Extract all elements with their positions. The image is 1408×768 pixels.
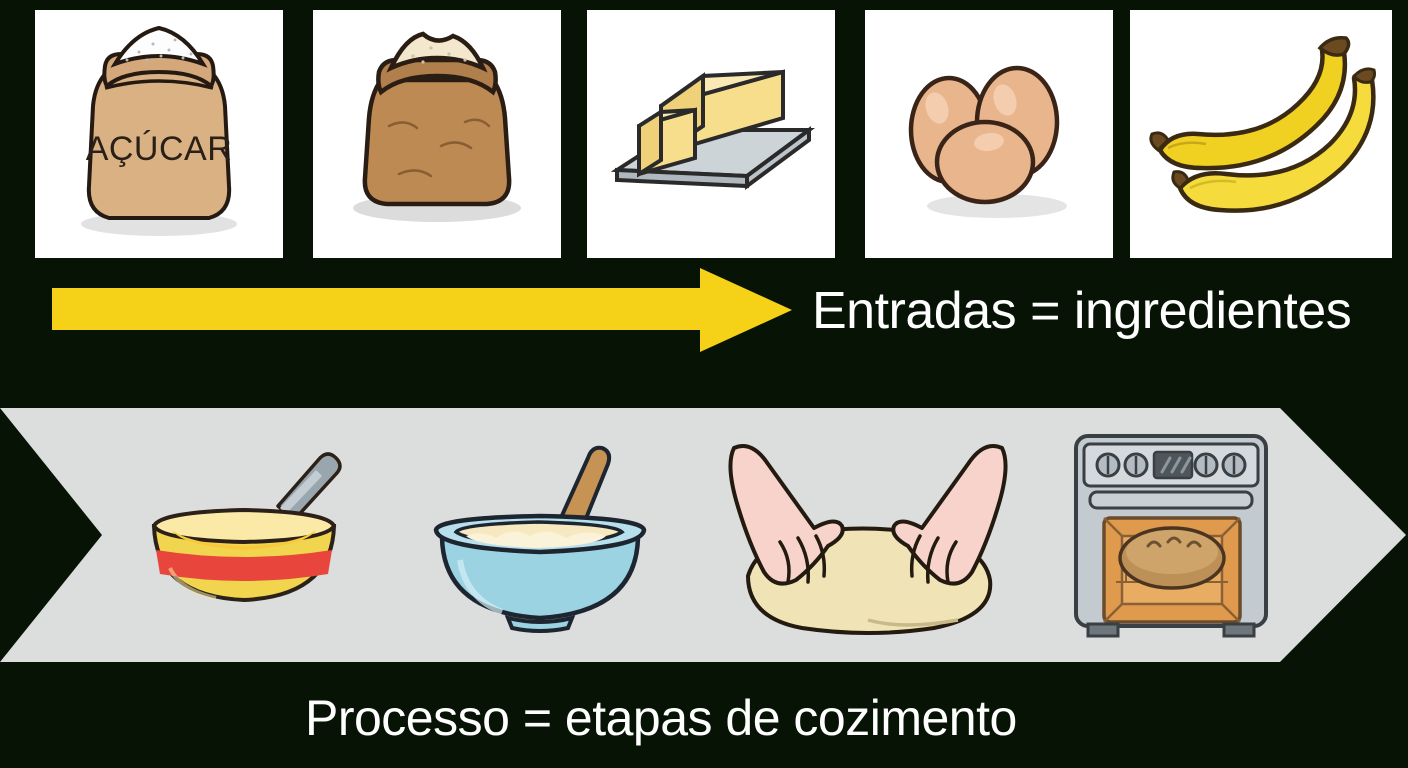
ingredient-card-eggs[interactable] bbox=[865, 10, 1113, 258]
bananas-icon bbox=[1149, 35, 1376, 213]
inputs-label: Entradas = ingredientes bbox=[812, 282, 1352, 340]
ingredient-card-flour[interactable] bbox=[313, 10, 561, 258]
inputs-row: AÇÚCAR bbox=[0, 0, 1408, 260]
kneading-hands-icon bbox=[728, 444, 1008, 635]
oven-bread-icon bbox=[1074, 434, 1268, 638]
ingredient-card-banana[interactable] bbox=[1130, 10, 1392, 258]
process-label: Processo = etapas de cozimento bbox=[305, 690, 1017, 746]
ingredient-card-butter[interactable] bbox=[587, 10, 835, 258]
butter-stick-icon bbox=[610, 69, 816, 190]
ingredient-card-sugar[interactable]: AÇÚCAR bbox=[35, 10, 283, 258]
mixing-bowl-whisk-icon bbox=[151, 452, 342, 603]
process-step-knead[interactable] bbox=[718, 424, 1018, 648]
process-step-mix[interactable] bbox=[410, 420, 670, 654]
mixing-bowl-spoon-icon bbox=[433, 445, 647, 633]
eggs-icon bbox=[908, 65, 1067, 218]
process-step-bake[interactable] bbox=[1060, 426, 1282, 646]
process-banner bbox=[0, 408, 1408, 662]
sugar-sack-icon: AÇÚCAR bbox=[81, 25, 237, 236]
flour-sack-icon bbox=[353, 31, 521, 222]
process-step-whisk[interactable] bbox=[120, 418, 370, 654]
yellow-right-arrow bbox=[52, 264, 792, 356]
arrow-shape bbox=[52, 268, 792, 352]
sugar-sack-label: AÇÚCAR bbox=[86, 130, 233, 168]
